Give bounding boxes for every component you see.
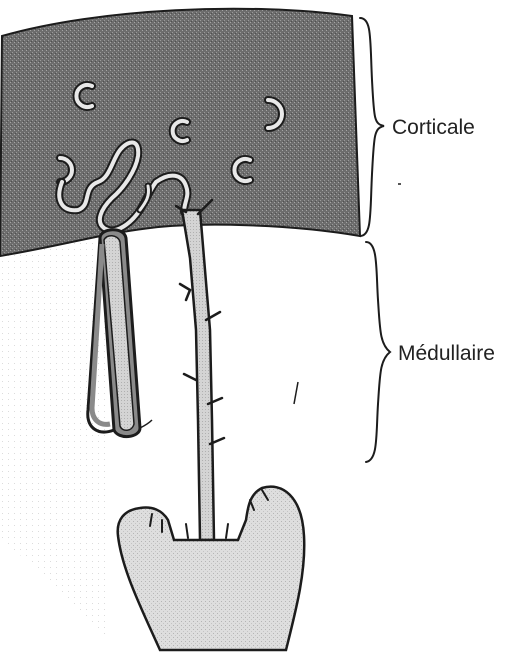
medulla-brace [366, 242, 390, 462]
collecting-duct [176, 200, 224, 540]
cortex-region [0, 9, 360, 256]
cortex-brace [360, 18, 384, 236]
cortex-label: Corticale [392, 116, 475, 139]
medulla-region [0, 232, 110, 640]
medulla-label: Médullaire [398, 342, 495, 365]
